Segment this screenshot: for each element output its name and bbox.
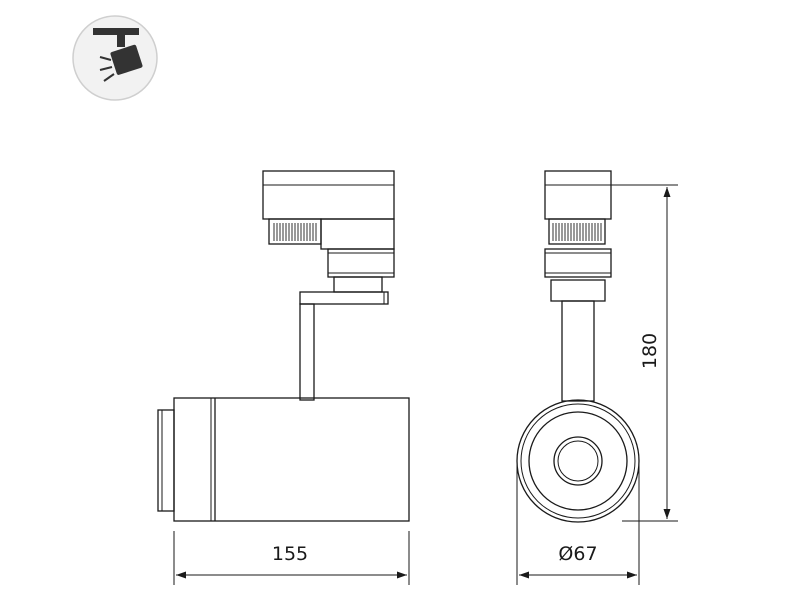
track-spotlight-icon — [72, 15, 158, 101]
dimension-diameter: Ø67 — [516, 461, 640, 585]
side-view — [157, 170, 410, 522]
diameter-label: Ø67 — [558, 543, 597, 565]
dimension-length: 155 — [173, 531, 410, 585]
length-label: 155 — [272, 543, 308, 565]
front-view — [516, 170, 640, 523]
height-label: 180 — [639, 333, 661, 369]
dimension-height: 180 — [611, 184, 678, 522]
